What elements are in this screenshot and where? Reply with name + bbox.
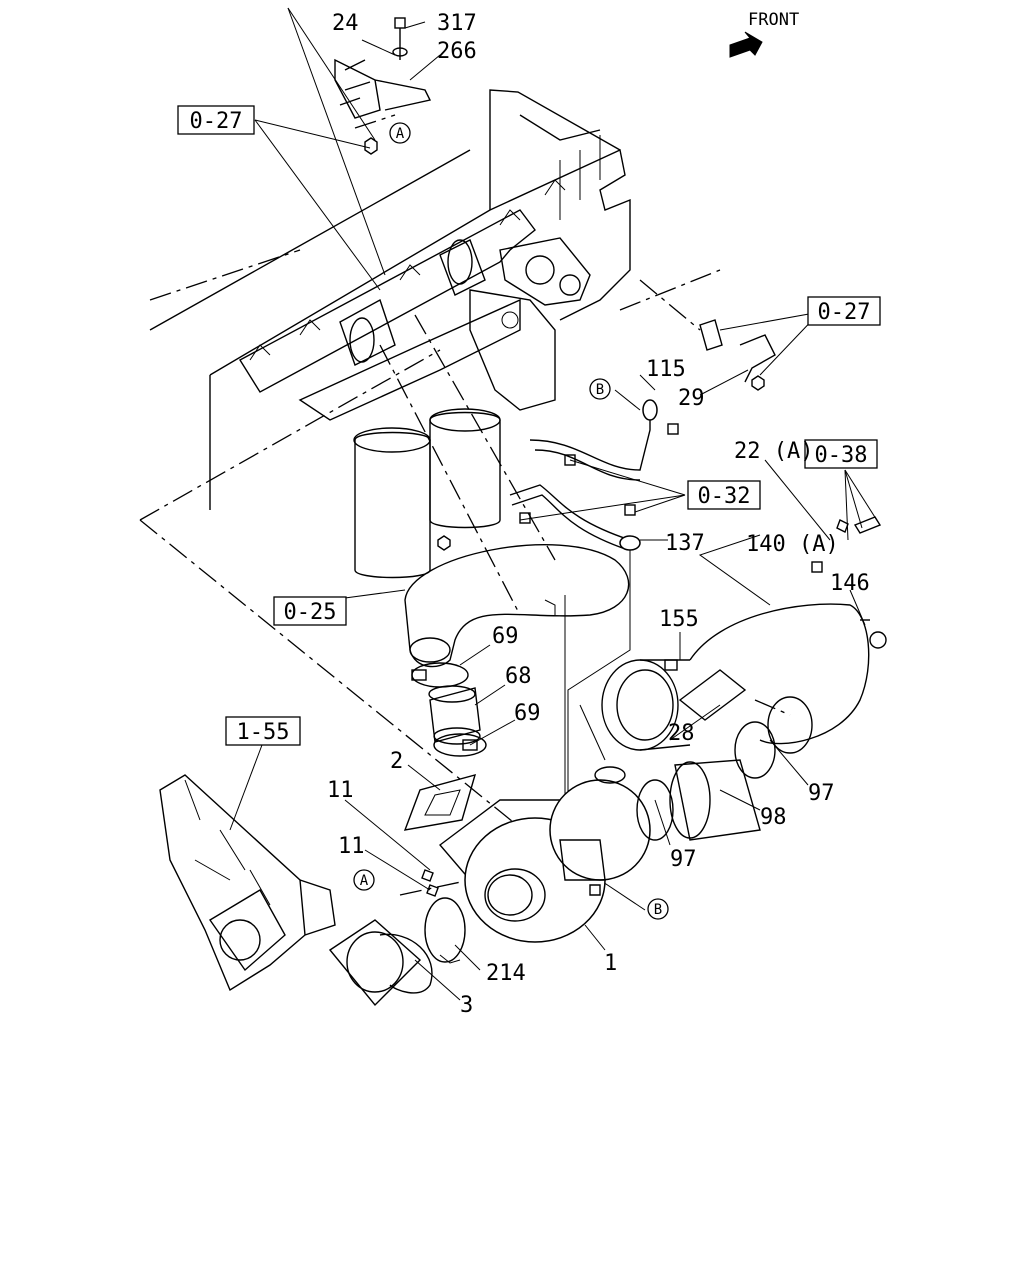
callout-146: 146 xyxy=(830,571,870,596)
callout-115: 115 xyxy=(646,357,686,382)
callout-11-lower: 11 xyxy=(338,834,365,859)
callout-68: 68 xyxy=(505,664,532,689)
callout-317: 317 xyxy=(437,11,477,36)
callout-24: 24 xyxy=(332,11,359,36)
svg-text:0-27: 0-27 xyxy=(818,300,871,325)
hose-97-98 xyxy=(636,721,776,841)
callout-29: 29 xyxy=(678,386,705,411)
callout-97-right: 97 xyxy=(808,781,835,806)
svg-text:B: B xyxy=(596,382,604,398)
svg-text:0-38: 0-38 xyxy=(815,443,868,468)
circle-marker-a-top: A xyxy=(389,122,411,144)
svg-text:A: A xyxy=(396,126,405,142)
bracket-assembly xyxy=(334,17,432,155)
reference-box-0-27-top: 0-27 xyxy=(177,105,255,135)
callout-97-lower: 97 xyxy=(670,847,697,872)
callout-2: 2 xyxy=(390,749,403,774)
air-pipe xyxy=(404,544,630,668)
circle-marker-a-bottom: A xyxy=(353,869,375,891)
front-label: FRONT xyxy=(748,10,799,30)
engine-block xyxy=(149,89,631,510)
callout-98: 98 xyxy=(760,805,787,830)
clamp-29 xyxy=(699,319,776,391)
callout-155: 155 xyxy=(659,607,699,632)
callout-28: 28 xyxy=(668,721,695,746)
callout-labels: 24 317 266 115 29 22 (A) 140 (A) 146 137… xyxy=(327,11,870,1018)
reference-box-1-55: 1-55 xyxy=(225,716,301,746)
callout-11-upper: 11 xyxy=(327,778,354,803)
callout-22a: 22 (A) xyxy=(734,439,813,464)
reference-box-0-27-right: 0-27 xyxy=(807,296,881,326)
exhaust-manifold xyxy=(239,179,591,421)
reference-box-0-38: 0-38 xyxy=(804,439,878,469)
reference-box-0-25: 0-25 xyxy=(273,596,347,626)
turbocharger xyxy=(438,766,651,943)
flange-3 xyxy=(328,897,466,1007)
callout-1: 1 xyxy=(604,951,617,976)
callout-69-upper: 69 xyxy=(492,624,519,649)
circle-marker-b-bottom: B xyxy=(647,898,669,920)
callout-214: 214 xyxy=(486,961,526,986)
callout-69-lower: 69 xyxy=(514,701,541,726)
hose-and-clamps xyxy=(411,662,487,757)
callout-140a: 140 (A) xyxy=(746,532,839,557)
oil-filters xyxy=(353,408,501,579)
oil-feed-pipes xyxy=(437,399,679,551)
front-arrow-icon xyxy=(729,31,763,58)
callout-266: 266 xyxy=(437,39,477,64)
gasket-2 xyxy=(403,773,477,897)
dashed-assembly-lines xyxy=(139,114,791,896)
callout-3: 3 xyxy=(460,993,473,1018)
svg-text:A: A xyxy=(360,873,369,889)
air-duct xyxy=(601,516,887,754)
reference-box-0-32: 0-32 xyxy=(687,480,761,510)
svg-text:1-55: 1-55 xyxy=(237,720,290,745)
callout-137: 137 xyxy=(665,531,705,556)
svg-text:0-32: 0-32 xyxy=(698,484,751,509)
exhaust-brake-valve xyxy=(159,774,336,992)
svg-text:B: B xyxy=(654,902,662,918)
svg-text:0-25: 0-25 xyxy=(284,600,337,625)
svg-text:0-27: 0-27 xyxy=(190,109,243,134)
circle-marker-b-top: B xyxy=(589,378,611,400)
